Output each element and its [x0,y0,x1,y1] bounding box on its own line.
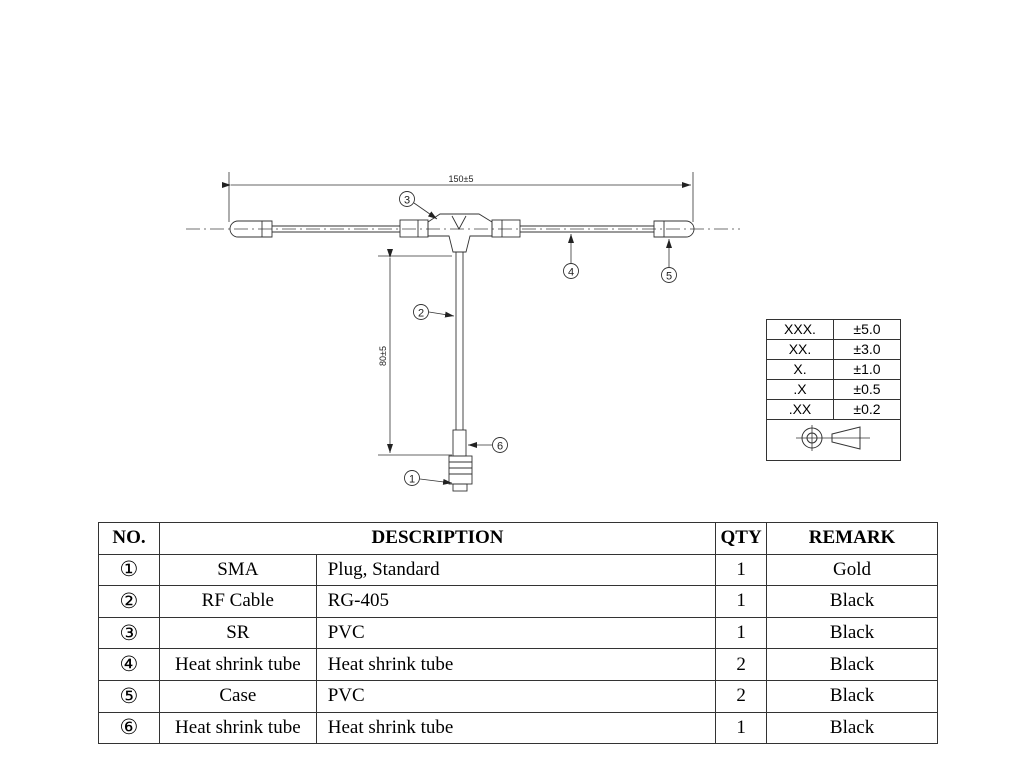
part-description: PVC [315,679,717,713]
projection-symbol-cell [766,419,901,461]
tolerance-row: .X ±0.5 [766,379,901,400]
part-qty: 2 [715,648,768,681]
item-number: ③ [98,616,160,650]
tolerance-key: XXX. [766,319,834,340]
callout-2: 2 [413,304,455,320]
part-qty: 1 [715,553,768,587]
part-qty: 1 [715,585,768,618]
width-dimension-label: 150±5 [449,174,474,184]
header-description: DESCRIPTION [158,522,717,555]
part-name: Case [158,679,317,713]
tolerance-key: .X [766,379,834,400]
part-description: Heat shrink tube [315,711,717,745]
part-description: RG-405 [315,585,717,618]
part-name: RF Cable [158,585,317,618]
sma-connector [448,455,473,485]
tolerance-row: XXX. ±5.0 [766,319,901,340]
tolerance-key: X. [766,359,834,380]
third-angle-projection-icon [795,424,870,451]
part-remark: Black [766,711,938,745]
part-name: Heat shrink tube [158,648,317,681]
tolerance-row: X. ±1.0 [766,359,901,380]
part-qty: 1 [715,616,768,650]
callout-6: 6 [468,437,508,453]
height-dimension-label: 80±5 [378,346,388,366]
tolerance-key: .XX [766,399,834,420]
tolerance-value: ±1.0 [833,359,901,380]
part-name: Heat shrink tube [158,711,317,745]
callout-1: 1 [404,470,453,486]
header-no: NO. [98,522,160,555]
width-dimension: 150±5 [222,172,694,222]
table-row: ② RF Cable RG-405 1 Black [98,585,938,618]
header-qty: QTY [715,522,768,555]
part-remark: Black [766,648,938,681]
bill-of-materials-table: NO. DESCRIPTION QTY REMARK ① SMA Plug, S… [98,522,938,745]
tolerance-row: XX. ±3.0 [766,339,901,360]
part-qty: 1 [715,711,768,745]
dipole-arms [229,213,695,253]
svg-text:1: 1 [409,474,415,486]
table-row: ① SMA Plug, Standard 1 Gold [98,553,938,587]
part-remark: Black [766,679,938,713]
item-number: ⑥ [98,711,160,745]
table-row: ④ Heat shrink tube Heat shrink tube 2 Bl… [98,648,938,681]
callout-4: 4 [563,234,579,279]
table-row: ③ SR PVC 1 Black [98,616,938,650]
tolerance-row: .XX ±0.2 [766,399,901,420]
tolerance-value: ±0.2 [833,399,901,420]
item-number: ① [98,553,160,587]
feed-cable [448,252,473,492]
callout-5: 5 [661,239,677,283]
item-number: ④ [98,648,160,681]
right-end-cap [653,220,695,238]
svg-text:3: 3 [404,195,410,207]
callout-3: 3 [399,191,438,220]
part-name: SMA [158,553,317,587]
antenna-drawing: 150±5 [186,172,740,492]
tolerance-table: XXX. ±5.0 XX. ±3.0 X. ±1.0 .X ±0.5 .XX ±… [766,319,901,461]
part-description: PVC [315,616,717,650]
tolerance-value: ±5.0 [833,319,901,340]
svg-text:4: 4 [568,267,574,279]
part-description: Plug, Standard [315,553,717,587]
height-dimension: 80±5 [378,249,452,456]
part-description: Heat shrink tube [315,648,717,681]
table-row: ⑥ Heat shrink tube Heat shrink tube 1 Bl… [98,711,938,745]
item-number: ⑤ [98,679,160,713]
part-name: SR [158,616,317,650]
bom-header-row: NO. DESCRIPTION QTY REMARK [98,522,938,555]
svg-text:6: 6 [497,441,503,453]
part-qty: 2 [715,679,768,713]
part-remark: Gold [766,553,938,587]
part-remark: Black [766,616,938,650]
tolerance-value: ±0.5 [833,379,901,400]
svg-text:2: 2 [418,308,424,320]
center-splitter-body [427,213,493,253]
tolerance-value: ±3.0 [833,339,901,360]
tolerance-key: XX. [766,339,834,360]
left-sleeve [399,219,429,238]
item-number: ② [98,585,160,618]
bottom-sleeve [452,429,467,457]
svg-text:5: 5 [666,271,672,283]
table-row: ⑤ Case PVC 2 Black [98,679,938,713]
part-remark: Black [766,585,938,618]
left-end-cap [229,220,273,238]
right-sleeve [491,219,521,238]
header-remark: REMARK [766,522,938,555]
